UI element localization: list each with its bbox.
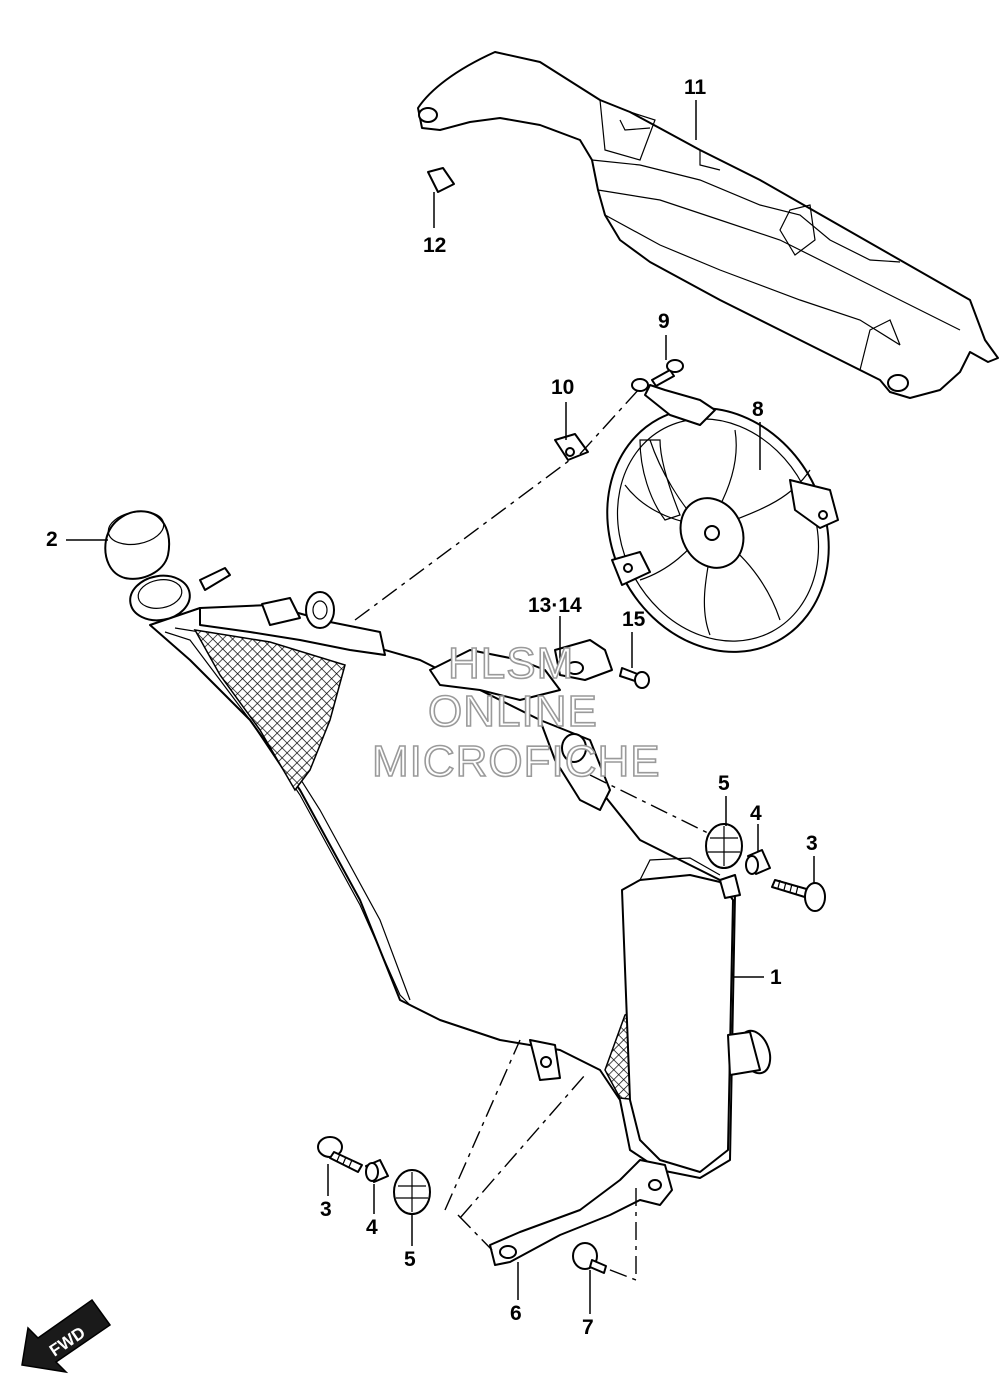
watermark-line-3: MICROFICHE: [372, 737, 661, 786]
bolt-part-15: [619, 667, 650, 689]
lower-bracket-part-6: [489, 1159, 673, 1266]
callout-7: 7: [582, 1316, 594, 1339]
pad-part-12: [427, 167, 455, 193]
collar-part-4-upper: [745, 849, 771, 875]
collar-part-4-lower: [365, 1159, 389, 1183]
callout-15: 15: [622, 608, 646, 631]
callout-8: 8: [752, 398, 764, 421]
callout-5-lower: 5: [404, 1248, 416, 1271]
grommet-part-5-upper: [705, 823, 743, 869]
clip-nut-part-10: [554, 433, 589, 461]
callout-12: 12: [423, 234, 446, 257]
bolt-part-3-lower: [317, 1136, 363, 1173]
watermark-line-2: ONLINE: [428, 687, 598, 736]
grommet-part-5-lower: [393, 1169, 431, 1215]
watermark-line-1: HLSM: [448, 639, 574, 688]
callout-3-upper: 3: [806, 832, 818, 855]
bolt-part-3-upper: [771, 879, 826, 912]
cooling-fan-part-8: [606, 378, 839, 653]
watermark: HLSM ONLINE MICROFICHE: [371, 638, 661, 787]
callout-9: 9: [658, 310, 670, 333]
callout-labels: 11 12 9 10 8 2 13·14 15 5 4 3 1 3 4 5 6 …: [46, 76, 818, 1339]
radiator-cap-part-2: [104, 510, 170, 580]
callout-10: 10: [551, 376, 574, 399]
install-lines: [354, 192, 713, 1282]
callout-5-upper: 5: [718, 772, 730, 795]
callout-3-lower: 3: [320, 1198, 332, 1221]
callout-13-14: 13·14: [528, 594, 582, 617]
callout-4-upper: 4: [750, 802, 762, 825]
callout-6: 6: [510, 1302, 522, 1325]
air-guide-part-11: [417, 51, 999, 399]
callout-11: 11: [684, 76, 707, 99]
fwd-arrow-icon: FWD: [21, 1298, 112, 1374]
bolt-part-9: [651, 359, 684, 387]
bracket-part-13-14: [554, 639, 613, 681]
callout-1: 1: [770, 966, 782, 989]
radiator-part-1: [129, 567, 772, 1179]
leader-lines: [66, 100, 815, 1314]
callout-2: 2: [46, 528, 58, 551]
callout-4-lower: 4: [366, 1216, 378, 1239]
bolt-part-7: [572, 1242, 607, 1274]
